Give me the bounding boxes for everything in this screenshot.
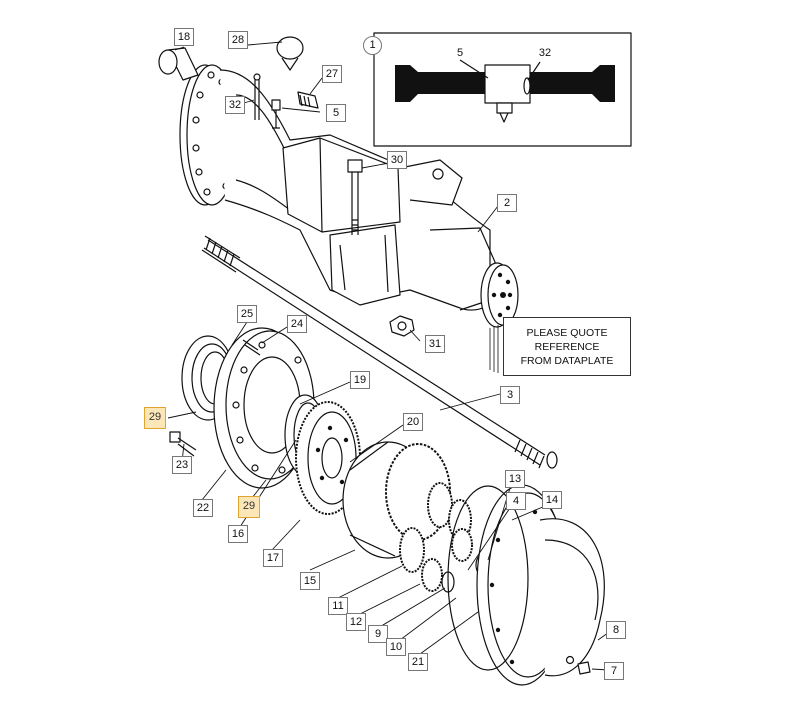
callout-16[interactable]: 16 bbox=[228, 525, 248, 543]
callout-5[interactable]: 5 bbox=[326, 104, 346, 122]
callout-32[interactable]: 32 bbox=[225, 96, 245, 114]
leader-lines bbox=[167, 41, 613, 671]
callout-29-upper[interactable]: 29 bbox=[144, 407, 166, 429]
plug-18 bbox=[158, 47, 199, 81]
dataplate-line-2: REFERENCE bbox=[534, 341, 600, 353]
callout-23[interactable]: 23 bbox=[172, 456, 192, 474]
callout-31[interactable]: 31 bbox=[425, 335, 445, 353]
callout-28[interactable]: 28 bbox=[228, 31, 248, 49]
callout-4[interactable]: 4 bbox=[506, 492, 526, 510]
callout-14[interactable]: 14 bbox=[542, 491, 562, 509]
dataplate-line-1: PLEASE QUOTE bbox=[526, 327, 608, 339]
dataplate-edge bbox=[489, 325, 499, 373]
callout-15[interactable]: 15 bbox=[300, 572, 320, 590]
inset-label-32: 32 bbox=[538, 47, 552, 59]
inset-number: 1 bbox=[363, 36, 382, 55]
dataplate: PLEASE QUOTE REFERENCE FROM DATAPLATE bbox=[503, 317, 631, 376]
callout-17[interactable]: 17 bbox=[263, 549, 283, 567]
callout-10[interactable]: 10 bbox=[386, 638, 406, 656]
half-shaft bbox=[201, 235, 558, 469]
callout-13[interactable]: 13 bbox=[505, 470, 525, 488]
callout-30[interactable]: 30 bbox=[387, 151, 407, 169]
dataplate-line-3: FROM DATAPLATE bbox=[520, 355, 614, 367]
callout-12[interactable]: 12 bbox=[346, 613, 366, 631]
plug-7 bbox=[577, 661, 591, 675]
callout-9[interactable]: 9 bbox=[368, 625, 388, 643]
callout-19[interactable]: 19 bbox=[350, 371, 370, 389]
plug-27 bbox=[297, 91, 319, 109]
callout-21[interactable]: 21 bbox=[408, 653, 428, 671]
callout-27[interactable]: 27 bbox=[322, 65, 342, 83]
callout-25[interactable]: 25 bbox=[237, 305, 257, 323]
callout-20[interactable]: 20 bbox=[403, 413, 423, 431]
nut-31 bbox=[389, 315, 415, 337]
callout-7[interactable]: 7 bbox=[604, 662, 624, 680]
callout-3[interactable]: 3 bbox=[500, 386, 520, 404]
callout-29-lower[interactable]: 29 bbox=[238, 496, 260, 518]
callout-8[interactable]: 8 bbox=[606, 621, 626, 639]
callout-24[interactable]: 24 bbox=[287, 315, 307, 333]
end-cover-8 bbox=[447, 484, 605, 686]
callout-22[interactable]: 22 bbox=[193, 499, 213, 517]
callout-18[interactable]: 18 bbox=[174, 28, 194, 46]
axle-housing bbox=[179, 64, 519, 328]
bolt-23 bbox=[169, 431, 197, 457]
inset-label-5: 5 bbox=[456, 47, 464, 59]
breather-28 bbox=[276, 36, 304, 71]
callout-2[interactable]: 2 bbox=[497, 194, 517, 212]
inset-frame bbox=[373, 32, 632, 147]
callout-11[interactable]: 11 bbox=[328, 597, 348, 615]
